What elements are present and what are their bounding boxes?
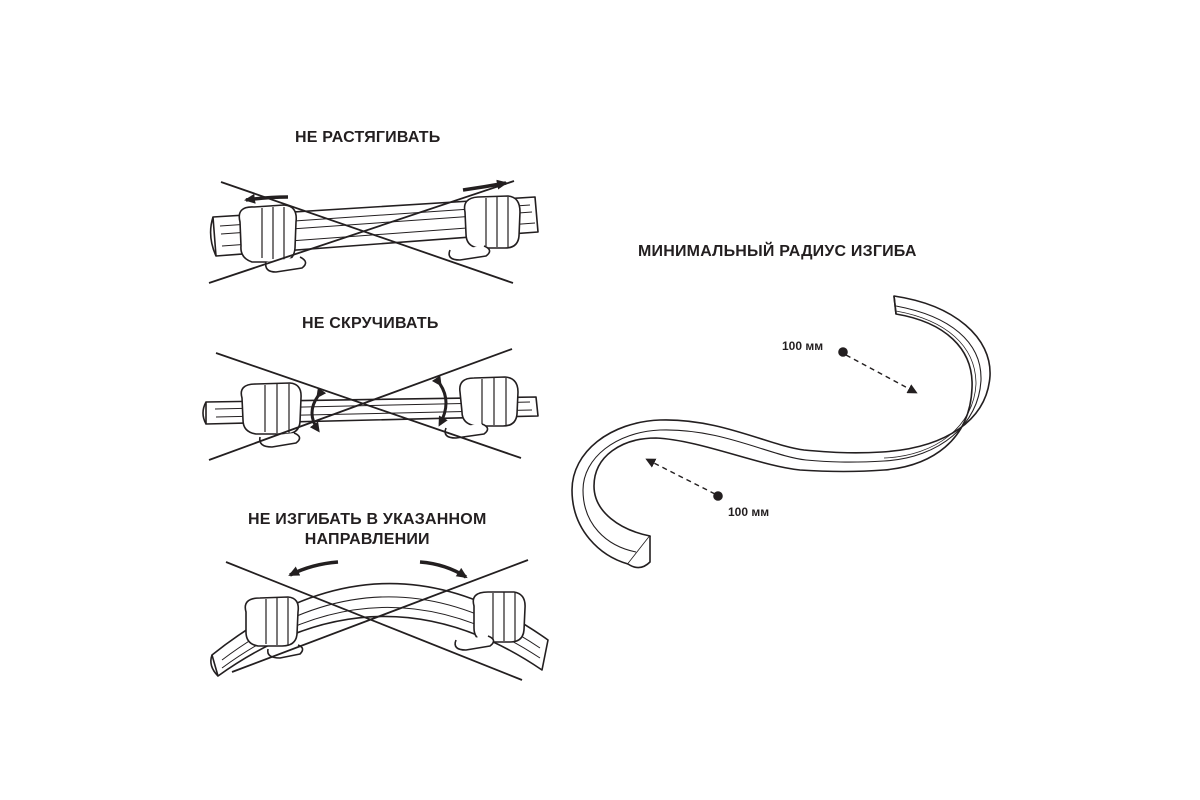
- bend-arrow-right-icon: [419, 560, 468, 579]
- bend-arrow-left-icon: [288, 560, 339, 577]
- right-hand-icon: [454, 591, 526, 651]
- twist-arrow-right-icon: [431, 375, 448, 427]
- bend-radius-title: МИНИМАЛЬНЫЙ РАДИУС ИЗГИБА: [638, 243, 917, 260]
- left-hand-icon: [240, 382, 302, 448]
- twist-illustration: [202, 348, 539, 461]
- radius-arrow-upper: [845, 354, 918, 394]
- cross-line: [208, 348, 513, 461]
- twist-warning-label: НЕ СКРУЧИВАТЬ: [302, 315, 439, 332]
- upper-radius-label: 100 мм: [782, 339, 824, 353]
- twist-arrow-left-icon: [309, 387, 327, 433]
- radius-center-upper: [838, 347, 848, 357]
- arrow-right-icon: [462, 179, 508, 192]
- s-curve-strip: [571, 295, 991, 565]
- right-hand-icon: [448, 195, 521, 261]
- stretch-illustration: [208, 179, 539, 284]
- bend-illustration: [210, 559, 549, 681]
- cross-line: [215, 352, 522, 459]
- bend-warning-line2: НАПРАВЛЕНИИ: [304, 531, 430, 548]
- cross-line: [225, 561, 523, 681]
- left-hand-icon: [238, 204, 307, 273]
- bend-warning-label: НЕ ИЗГИБАТЬ В УКАЗАННОМ НАПРАВЛЕНИИ: [248, 510, 486, 550]
- stretch-warning-label: НЕ РАСТЯГИВАТЬ: [295, 129, 441, 146]
- cross-line: [231, 559, 529, 673]
- arrow-left-icon: [244, 193, 289, 204]
- radius-center-lower: [713, 491, 723, 501]
- cross-line: [208, 180, 515, 284]
- lower-radius-label: 100 мм: [728, 505, 770, 519]
- right-hand-icon: [444, 376, 519, 439]
- radius-arrow-lower: [645, 458, 716, 495]
- bend-warning-line1: НЕ ИЗГИБАТЬ В УКАЗАННОМ: [248, 511, 487, 528]
- bend-radius-illustration: [571, 295, 991, 569]
